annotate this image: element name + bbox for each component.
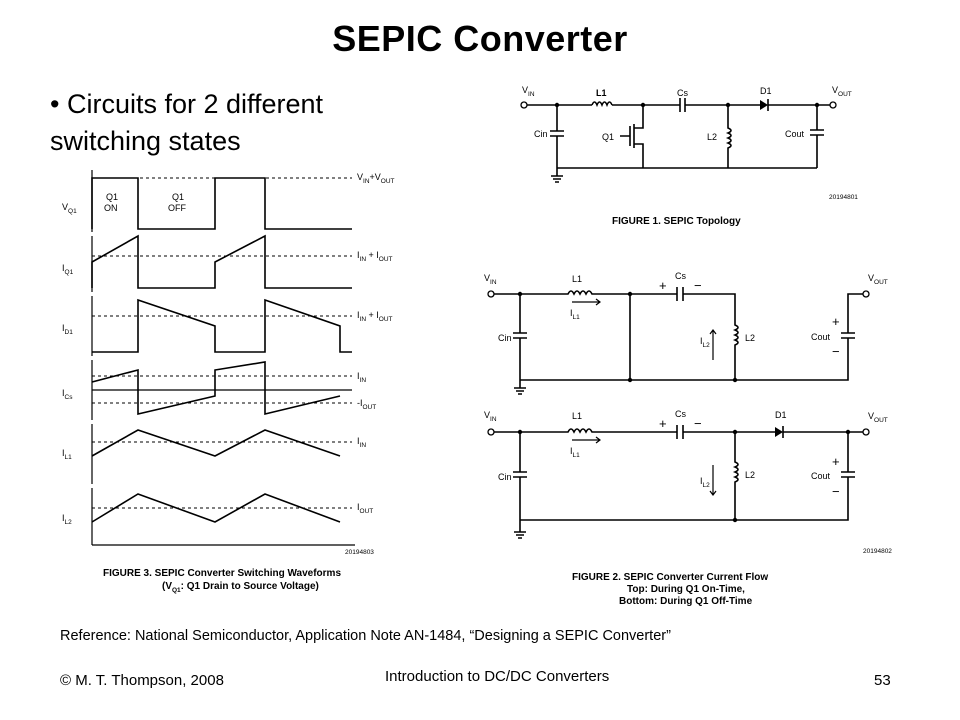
figure3-caption: FIGURE 3. SEPIC Converter Switching Wave… xyxy=(103,568,341,579)
waveform-id1: ID1 IIN + IOUT xyxy=(62,298,393,353)
footer-course-title: Introduction to DC/DC Converters xyxy=(385,668,610,685)
figure1-caption: FIGURE 1. SEPIC Topology xyxy=(612,216,741,227)
il2-label: IL2 xyxy=(700,476,710,489)
d1-label: D1 xyxy=(760,86,772,96)
waveform-label: IQ1 xyxy=(62,263,74,276)
footer-copyright: © M. T. Thompson, 2008 xyxy=(60,672,224,689)
figure1-topology: VIN L1 Cs D1 VOUT Cin Q1 L2 Cout 2019480… xyxy=(520,85,858,227)
circuit-off-time: VIN L1 IL1 Cs + − D1 L2 IL2 Cin xyxy=(484,409,888,539)
plus-sign: + xyxy=(659,416,667,431)
plus-sign: + xyxy=(832,454,840,469)
il2-label: IL2 xyxy=(700,336,710,349)
waveform-ics: ICs IIN -IOUT xyxy=(62,361,376,416)
minus-sign: − xyxy=(694,416,702,431)
cout-label: Cout xyxy=(811,471,831,481)
vout-label: VOUT xyxy=(832,85,852,98)
level-label: IIN xyxy=(357,371,366,384)
figure2-caption: FIGURE 2. SEPIC Converter Current Flow xyxy=(572,572,768,583)
cout-label: Cout xyxy=(811,332,831,342)
waveform-label: ID1 xyxy=(62,323,73,336)
l1-label: L1 xyxy=(572,274,582,284)
plus-sign: + xyxy=(659,278,667,293)
figure2-code: 20194802 xyxy=(863,548,892,555)
d1-label: D1 xyxy=(775,410,787,420)
footer-page-number: 53 xyxy=(874,672,891,689)
figure3-code: 20194803 xyxy=(345,549,374,556)
cs-label: Cs xyxy=(675,409,686,419)
bullet-point: • Circuits for 2 different switching sta… xyxy=(50,89,324,156)
minus-sign: − xyxy=(832,484,840,499)
l1-label: L1 xyxy=(596,88,607,98)
figure1-code: 20194801 xyxy=(829,194,858,201)
waveform-il2: IL2 IOUT xyxy=(62,493,373,526)
q1-label: Q1 xyxy=(602,132,614,142)
level-label: IIN + IOUT xyxy=(357,310,393,323)
level-label: IIN + IOUT xyxy=(357,250,393,263)
l2-label: L2 xyxy=(745,333,755,343)
reference-note: Reference: National Semiconductor, Appli… xyxy=(60,628,671,644)
cs-label: Cs xyxy=(677,88,688,98)
l1-label: L1 xyxy=(572,411,582,421)
waveform-iq1: IQ1 IIN + IOUT xyxy=(62,234,393,289)
slide-title: SEPIC Converter xyxy=(332,18,628,59)
level-label: -IOUT xyxy=(357,398,376,411)
figure2-current-flow: VIN L1 IL1 Cs + − L2 IL2 Cin + − Cout xyxy=(484,271,892,607)
cs-label: Cs xyxy=(675,271,686,281)
figure2-caption-line3: Bottom: During Q1 Off-Time xyxy=(619,596,753,607)
cout-label: Cout xyxy=(785,129,805,139)
il1-label: IL1 xyxy=(570,308,580,321)
cin-label: Cin xyxy=(534,129,548,139)
waveform-label: ICs xyxy=(62,388,73,401)
vin-label: VIN xyxy=(484,273,497,286)
circuit-on-time: VIN L1 IL1 Cs + − L2 IL2 Cin + − Cout xyxy=(484,271,888,395)
vin-label: VIN xyxy=(522,85,535,98)
waveform-label: IL1 xyxy=(62,448,72,461)
waveform-label: IL2 xyxy=(62,513,72,526)
figure3-caption-line2: (VQ1: Q1 Drain to Source Voltage) xyxy=(162,581,319,594)
l2-label: L2 xyxy=(707,132,717,142)
level-label: VIN+VOUT xyxy=(357,172,395,185)
vout-label: VOUT xyxy=(868,411,888,424)
vin-label: VIN xyxy=(484,410,497,423)
figure2-caption-line2: Top: During Q1 On-Time, xyxy=(627,584,745,595)
plus-sign: + xyxy=(832,314,840,329)
minus-sign: − xyxy=(694,278,702,293)
level-label: IIN xyxy=(357,436,366,449)
vout-label: VOUT xyxy=(868,273,888,286)
minus-sign: − xyxy=(832,344,840,359)
level-label: IOUT xyxy=(357,502,373,515)
l2-label: L2 xyxy=(745,470,755,480)
il1-label: IL1 xyxy=(570,446,580,459)
cin-label: Cin xyxy=(498,472,512,482)
waveform-il1: IL1 IIN xyxy=(62,429,366,461)
waveform-label: VQ1 xyxy=(62,202,77,215)
cin-label: Cin xyxy=(498,333,512,343)
